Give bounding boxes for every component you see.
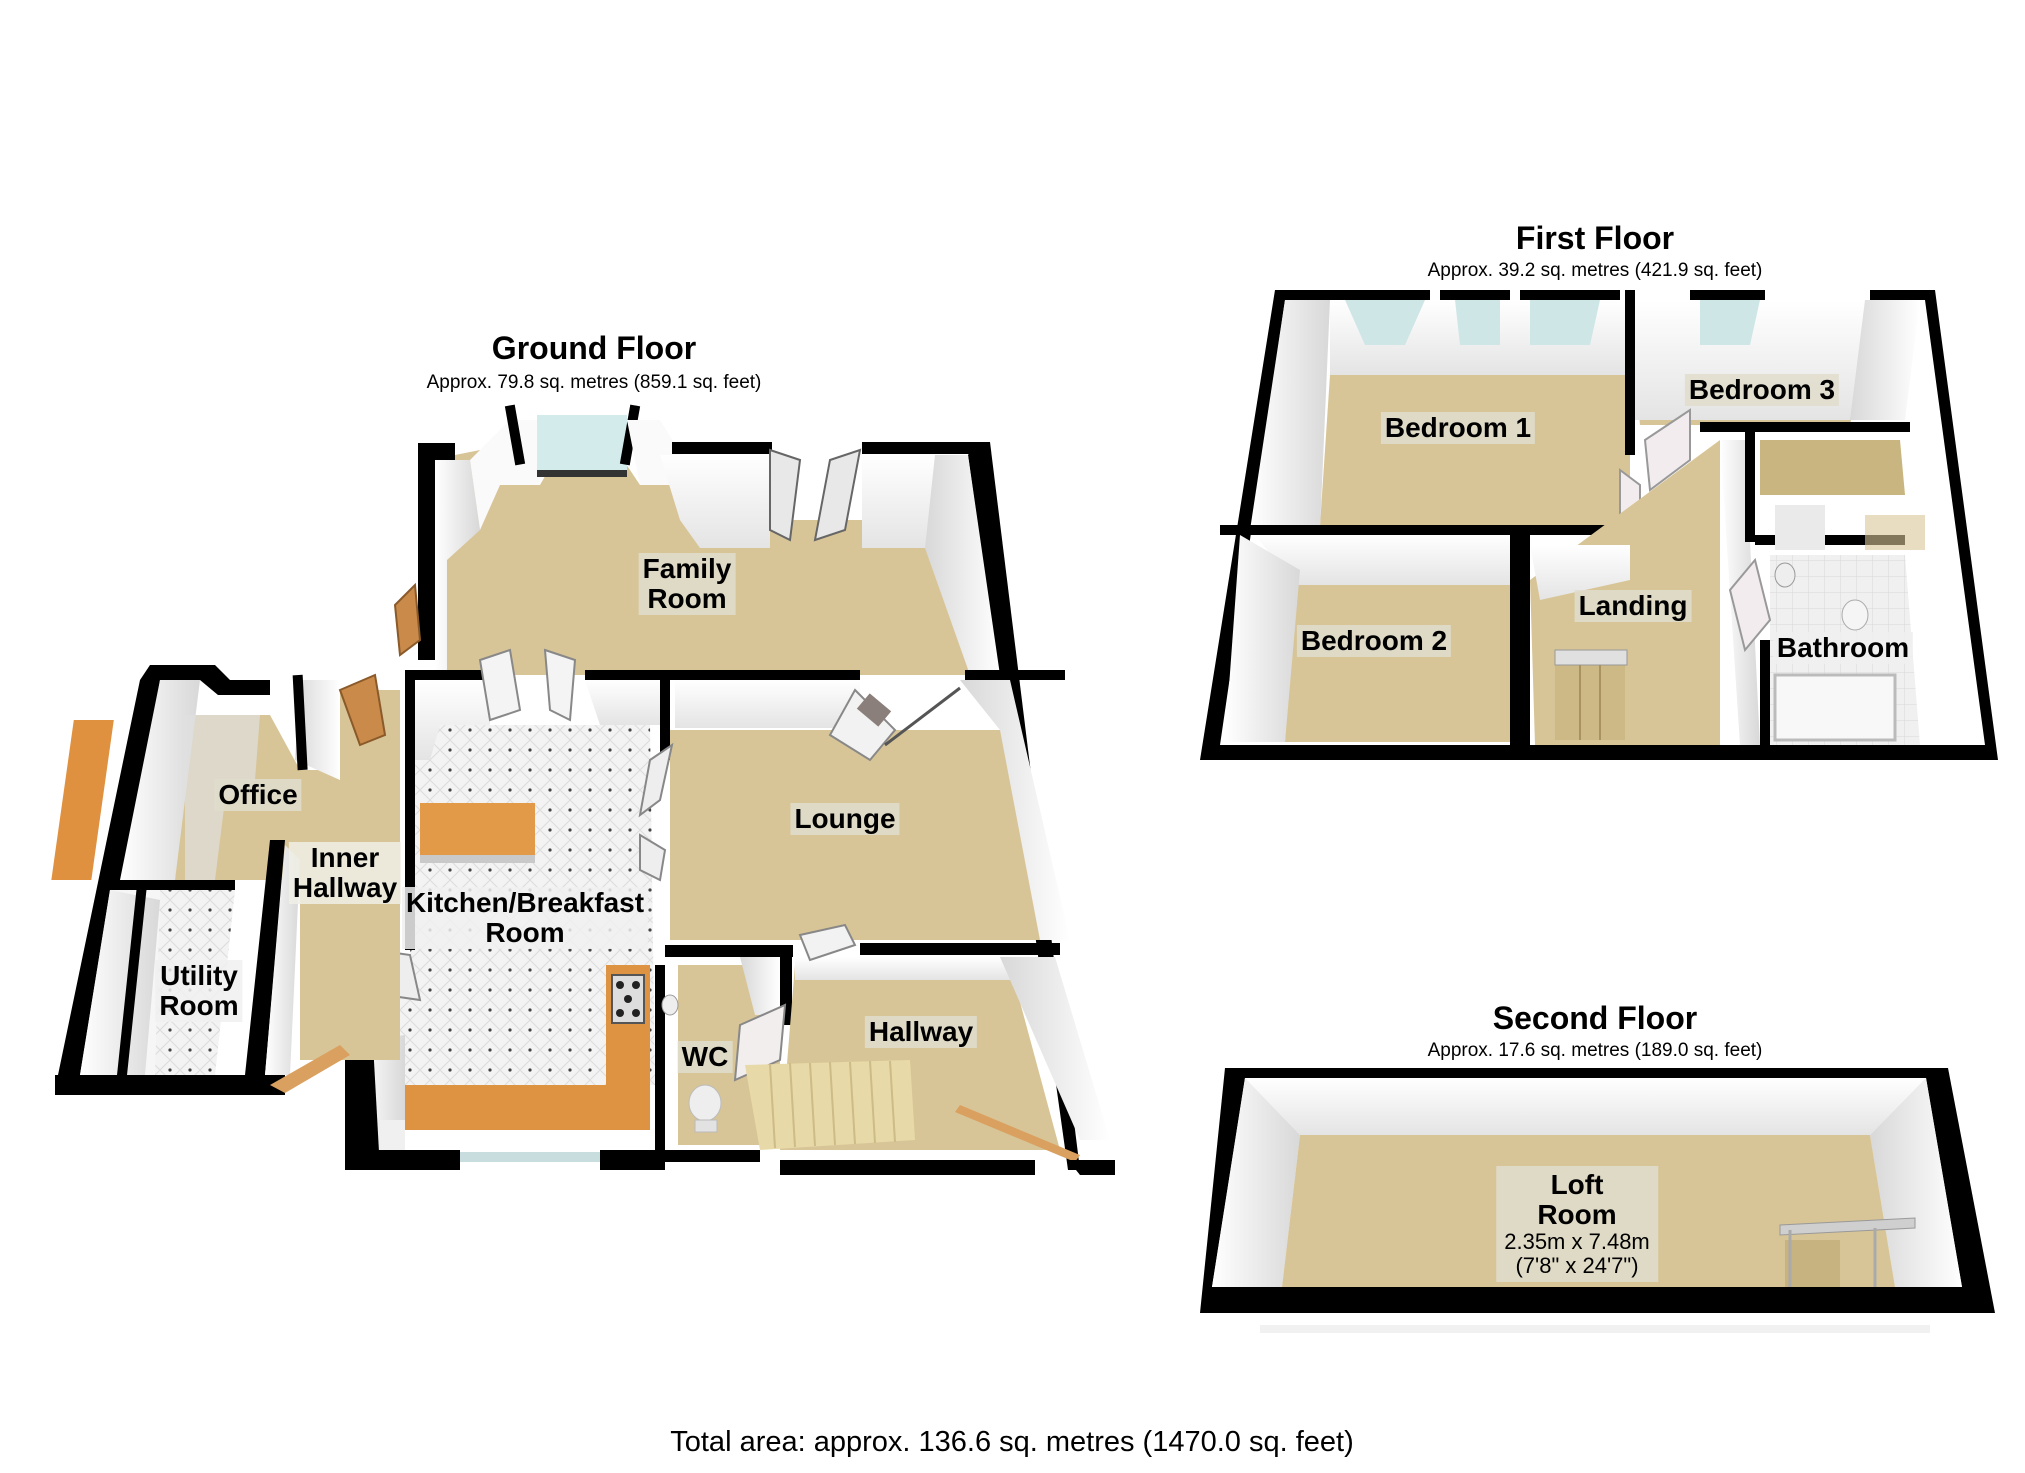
- room-label-loft-room: Loft Room 2.35m x 7.48m (7'8" x 24'7"): [1496, 1166, 1658, 1282]
- room-label-bedroom-1: Bedroom 1: [1380, 412, 1536, 444]
- family-room-wall: [418, 443, 455, 660]
- ground-floor-title: Ground Floor: [491, 330, 697, 366]
- first-floor-plan: [1200, 290, 1998, 760]
- french-door-right: [813, 448, 862, 542]
- bedroom2-floor: [1285, 585, 1510, 742]
- room-label-utility-room: Utility Room: [155, 960, 243, 1022]
- basin: [661, 994, 679, 1016]
- bathtub: [1773, 673, 1897, 742]
- first-floor-title: First Floor: [1515, 220, 1675, 256]
- lounge-floor: [670, 730, 1060, 940]
- office-desk: [51, 720, 114, 880]
- bathroom-door: [1728, 557, 1772, 653]
- room-label-office: Office: [214, 779, 302, 811]
- kitchen-counter: [393, 1085, 640, 1130]
- ground-floor-plan: [51, 404, 1115, 1175]
- ground-floor-area: Approx. 79.8 sq. metres (859.1 sq. feet): [426, 372, 762, 393]
- loft-room-dimensions-imperial: (7'8" x 24'7"): [1515, 1253, 1639, 1278]
- back-door: [270, 1045, 350, 1093]
- bedroom3-door: [1643, 408, 1691, 492]
- room-label-bedroom-3: Bedroom 3: [1684, 374, 1840, 406]
- second-floor-title: Second Floor: [1492, 1000, 1698, 1036]
- front-door: [955, 1105, 1080, 1162]
- kitchen-door-left: [478, 648, 522, 722]
- loft-stairs: [1785, 1240, 1840, 1287]
- bedroom1-floor: [1320, 375, 1630, 525]
- second-floor-area: Approx. 17.6 sq. metres (189.0 sq. feet): [1427, 1040, 1763, 1061]
- room-label-inner-hallway: Inner Hallway: [288, 842, 402, 904]
- room-label-landing: Landing: [1574, 590, 1692, 622]
- airing-cupboard-stairs: [1760, 440, 1905, 495]
- kitchen-island: [420, 803, 535, 858]
- staircase: [745, 1060, 915, 1150]
- landing-stairs: [1555, 655, 1625, 740]
- family-room-side-door: [393, 582, 422, 657]
- room-label-lounge: Lounge: [790, 803, 900, 835]
- room-label-hallway: Hallway: [864, 1016, 978, 1048]
- loft-stair-rail: [1779, 1217, 1916, 1236]
- room-label-wc: WC: [677, 1041, 733, 1073]
- room-label-bathroom: Bathroom: [1772, 632, 1914, 664]
- bath-basin: [1774, 562, 1796, 588]
- room-label-family-room: Family Room: [638, 553, 736, 615]
- hallway-door: [798, 923, 857, 962]
- room-label-bedroom-2: Bedroom 2: [1296, 625, 1452, 657]
- french-door-left: [769, 448, 802, 542]
- inner-hallway-door: [338, 673, 387, 747]
- first-floor-area: Approx. 39.2 sq. metres (421.9 sq. feet): [1427, 260, 1763, 281]
- kitchen-door-right: [543, 648, 577, 722]
- bath-toilet: [1841, 599, 1869, 631]
- loft-room-dimensions-metric: 2.35m x 7.48m: [1504, 1229, 1650, 1254]
- room-label-kitchen-breakfast-room: Kitchen/Breakfast Room: [401, 887, 649, 949]
- total-area: Total area: approx. 136.6 sq. metres (14…: [670, 1426, 1354, 1458]
- wc-door: [733, 1003, 787, 1082]
- toilet: [688, 1084, 722, 1122]
